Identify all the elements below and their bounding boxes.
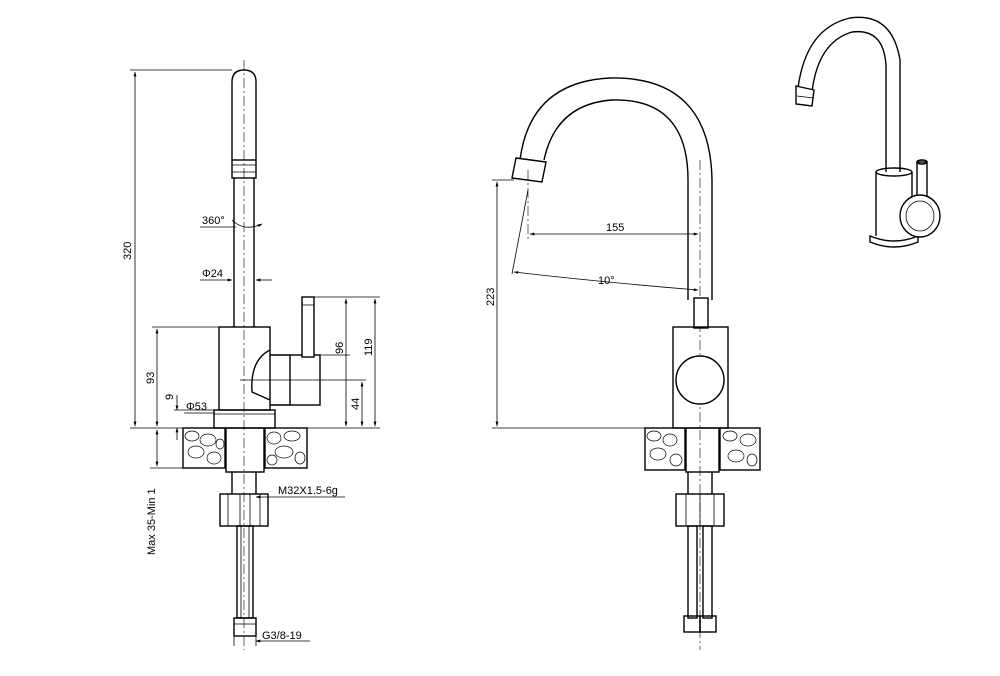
- dim-total-height: 320: [122, 242, 134, 260]
- side-spout: [231, 60, 257, 650]
- dim-lever-height: 96: [334, 342, 346, 354]
- side-view: 320 360° Φ24 93 9 Φ53 119: [122, 60, 380, 650]
- front-dimensions: 223 155 10°: [485, 179, 699, 429]
- dim-thread: M32X1.5-6g: [278, 485, 338, 497]
- dim-base-height: 9: [164, 394, 176, 400]
- dim-counter-thickness: Max 35-Min 1: [146, 488, 158, 555]
- dim-base-diameter: Φ53: [186, 401, 207, 413]
- dim-lever-top-height: 119: [363, 338, 375, 356]
- side-dimensions: 320 360° Φ24 93 9 Φ53 119: [122, 69, 380, 646]
- dim-outlet-height: 223: [485, 288, 497, 306]
- dim-swivel-angle: 10°: [598, 275, 615, 287]
- perspective-view: [795, 16, 941, 248]
- front-mounting: [675, 472, 725, 633]
- dim-spout-diameter: Φ24: [202, 268, 223, 280]
- front-view: 223 155 10°: [485, 77, 761, 650]
- dim-rotation: 360°: [202, 215, 225, 227]
- side-body: [213, 296, 321, 429]
- front-counter-stones: [644, 427, 761, 473]
- side-mounting: [219, 472, 269, 637]
- side-counter-stones: [182, 427, 308, 473]
- dim-reach: 155: [606, 222, 624, 234]
- dim-lever-axis-height: 44: [350, 398, 362, 410]
- front-spout: [511, 77, 713, 650]
- dim-hose-thread: G3/8-19: [262, 630, 302, 642]
- front-body: [672, 297, 729, 429]
- dim-body-height: 93: [145, 372, 157, 384]
